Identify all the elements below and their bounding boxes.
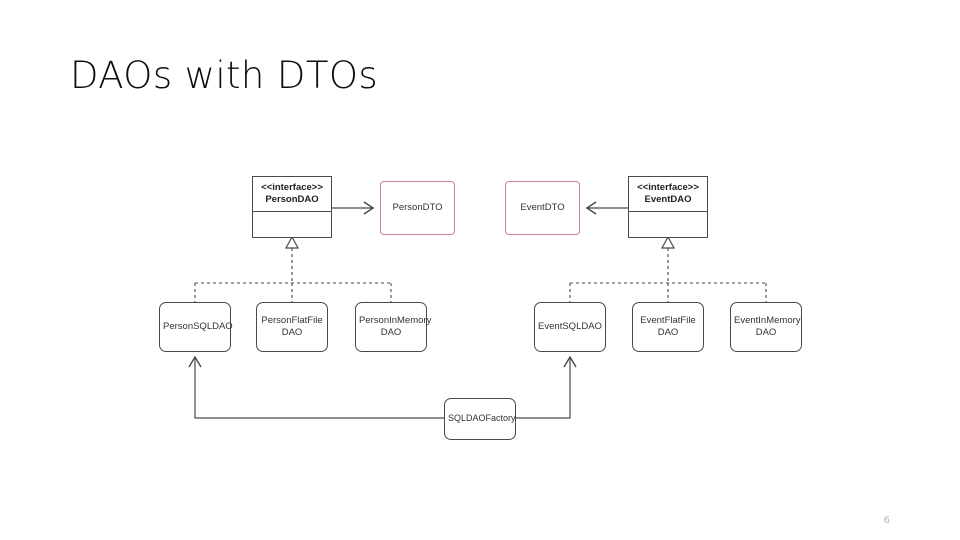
page-title: DAOs with DTOs bbox=[70, 54, 379, 97]
class-name-label: EventSQLDAO bbox=[538, 320, 602, 332]
class-box-event-sql-dao[interactable]: EventSQLDAO bbox=[534, 302, 606, 352]
dependency-event-dao-to-event-dto bbox=[585, 201, 628, 215]
realization-tree-person bbox=[194, 235, 392, 302]
class-name-label: EventInMemory DAO bbox=[734, 314, 801, 338]
class-box-person-sql-dao[interactable]: PersonSQLDAO bbox=[159, 302, 233, 352]
realization-tree-event bbox=[569, 235, 767, 302]
interface-header-event-dao: <<interface>> EventDAO bbox=[629, 177, 707, 213]
class-box-person-dao[interactable]: <<interface>> PersonDAO bbox=[252, 176, 332, 238]
dependency-factory-to-person-sql-dao bbox=[188, 355, 444, 419]
class-name-label: EventFlatFile DAO bbox=[640, 314, 696, 338]
class-name-label: PersonDAO bbox=[265, 193, 319, 205]
class-box-person-in-memory-dao[interactable]: PersonInMemory DAO bbox=[355, 302, 432, 352]
class-name-label: PersonDTO bbox=[392, 201, 443, 213]
class-name-label: SQLDAOFactory bbox=[448, 413, 516, 424]
dependency-factory-to-event-sql-dao bbox=[516, 355, 577, 419]
interface-body-compartment bbox=[253, 212, 331, 237]
class-name-label: EventDAO bbox=[644, 193, 692, 205]
stereotype-label: <<interface>> bbox=[637, 182, 699, 193]
class-box-event-dto[interactable]: EventDTO bbox=[505, 181, 580, 235]
class-name-label: EventDTO bbox=[520, 201, 565, 213]
page-number: 6 bbox=[883, 515, 890, 526]
class-box-person-flat-file-dao[interactable]: PersonFlatFile DAO bbox=[256, 302, 328, 352]
class-name-label: PersonSQLDAO bbox=[163, 320, 233, 332]
class-box-event-in-memory-dao[interactable]: EventInMemory DAO bbox=[730, 302, 802, 352]
class-box-person-dto[interactable]: PersonDTO bbox=[380, 181, 455, 235]
interface-header-person-dao: <<interface>> PersonDAO bbox=[253, 177, 331, 213]
class-name-label: PersonFlatFile DAO bbox=[261, 314, 323, 338]
class-box-event-dao[interactable]: <<interface>> EventDAO bbox=[628, 176, 708, 238]
class-name-label: PersonInMemory DAO bbox=[359, 314, 432, 338]
class-box-event-flat-file-dao[interactable]: EventFlatFile DAO bbox=[632, 302, 704, 352]
stereotype-label: <<interface>> bbox=[261, 182, 323, 193]
class-box-sql-dao-factory[interactable]: SQLDAOFactory bbox=[444, 398, 516, 440]
interface-body-compartment bbox=[629, 212, 707, 237]
dependency-person-dao-to-person-dto bbox=[332, 201, 375, 215]
